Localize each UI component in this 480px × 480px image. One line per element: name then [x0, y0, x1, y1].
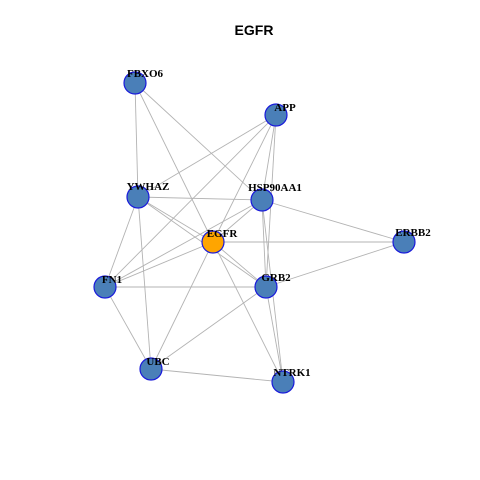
edge-hsp90aa1-grb2 — [261, 199, 267, 288]
edge-ywhaz-hsp90aa1 — [137, 196, 263, 201]
edge-fbxo6-hsp90aa1 — [134, 82, 263, 201]
node-label-hsp90aa1: HSP90AA1 — [248, 182, 302, 194]
edge-fbxo6-egfr — [134, 82, 214, 243]
edge-grb2-ntrk1 — [265, 286, 284, 383]
node-grb2[interactable] — [254, 275, 278, 299]
edge-egfr-ntrk1 — [212, 241, 284, 383]
node-label-ntrk1: NTRK1 — [273, 367, 310, 379]
edge-erbb2-grb2 — [265, 241, 405, 288]
node-hsp90aa1[interactable] — [250, 188, 274, 212]
edge-egfr-fn1 — [104, 241, 214, 288]
edge-ubc-ntrk1 — [150, 368, 284, 383]
node-label-ywhaz: YWHAZ — [127, 181, 170, 193]
node-label-egfr: EGFR — [207, 228, 239, 240]
node-layer — [93, 71, 416, 394]
edge-fn1-ubc — [104, 286, 152, 370]
node-label-grb2: GRB2 — [261, 272, 291, 284]
edge-egfr-ubc — [150, 241, 214, 370]
edge-hsp90aa1-erbb2 — [261, 199, 405, 243]
node-label-fn1: FN1 — [102, 274, 122, 286]
node-erbb2[interactable] — [392, 230, 416, 254]
edge-layer — [104, 82, 405, 383]
edge-app-ywhaz — [137, 114, 277, 198]
edge-grb2-ubc — [150, 286, 267, 370]
node-label-erbb2: ERBB2 — [395, 227, 431, 239]
edge-app-fn1 — [104, 114, 277, 288]
edge-hsp90aa1-fn1 — [104, 199, 263, 288]
graph-title: EGFR — [235, 22, 274, 38]
node-app[interactable] — [264, 103, 288, 127]
node-fbxo6[interactable] — [123, 71, 147, 95]
edge-fbxo6-ywhaz — [134, 82, 139, 198]
node-ywhaz[interactable] — [126, 185, 150, 209]
edge-ywhaz-fn1 — [104, 196, 139, 288]
node-ubc[interactable] — [139, 357, 163, 381]
edge-ywhaz-ubc — [137, 196, 152, 370]
node-egfr[interactable] — [201, 230, 225, 254]
node-ntrk1[interactable] — [271, 370, 295, 394]
node-label-ubc: UBC — [146, 356, 169, 368]
node-label-fbxo6: FBXO6 — [127, 68, 164, 80]
node-label-app: APP — [274, 102, 296, 114]
node-fn1[interactable] — [93, 275, 117, 299]
edge-app-hsp90aa1 — [261, 114, 277, 201]
